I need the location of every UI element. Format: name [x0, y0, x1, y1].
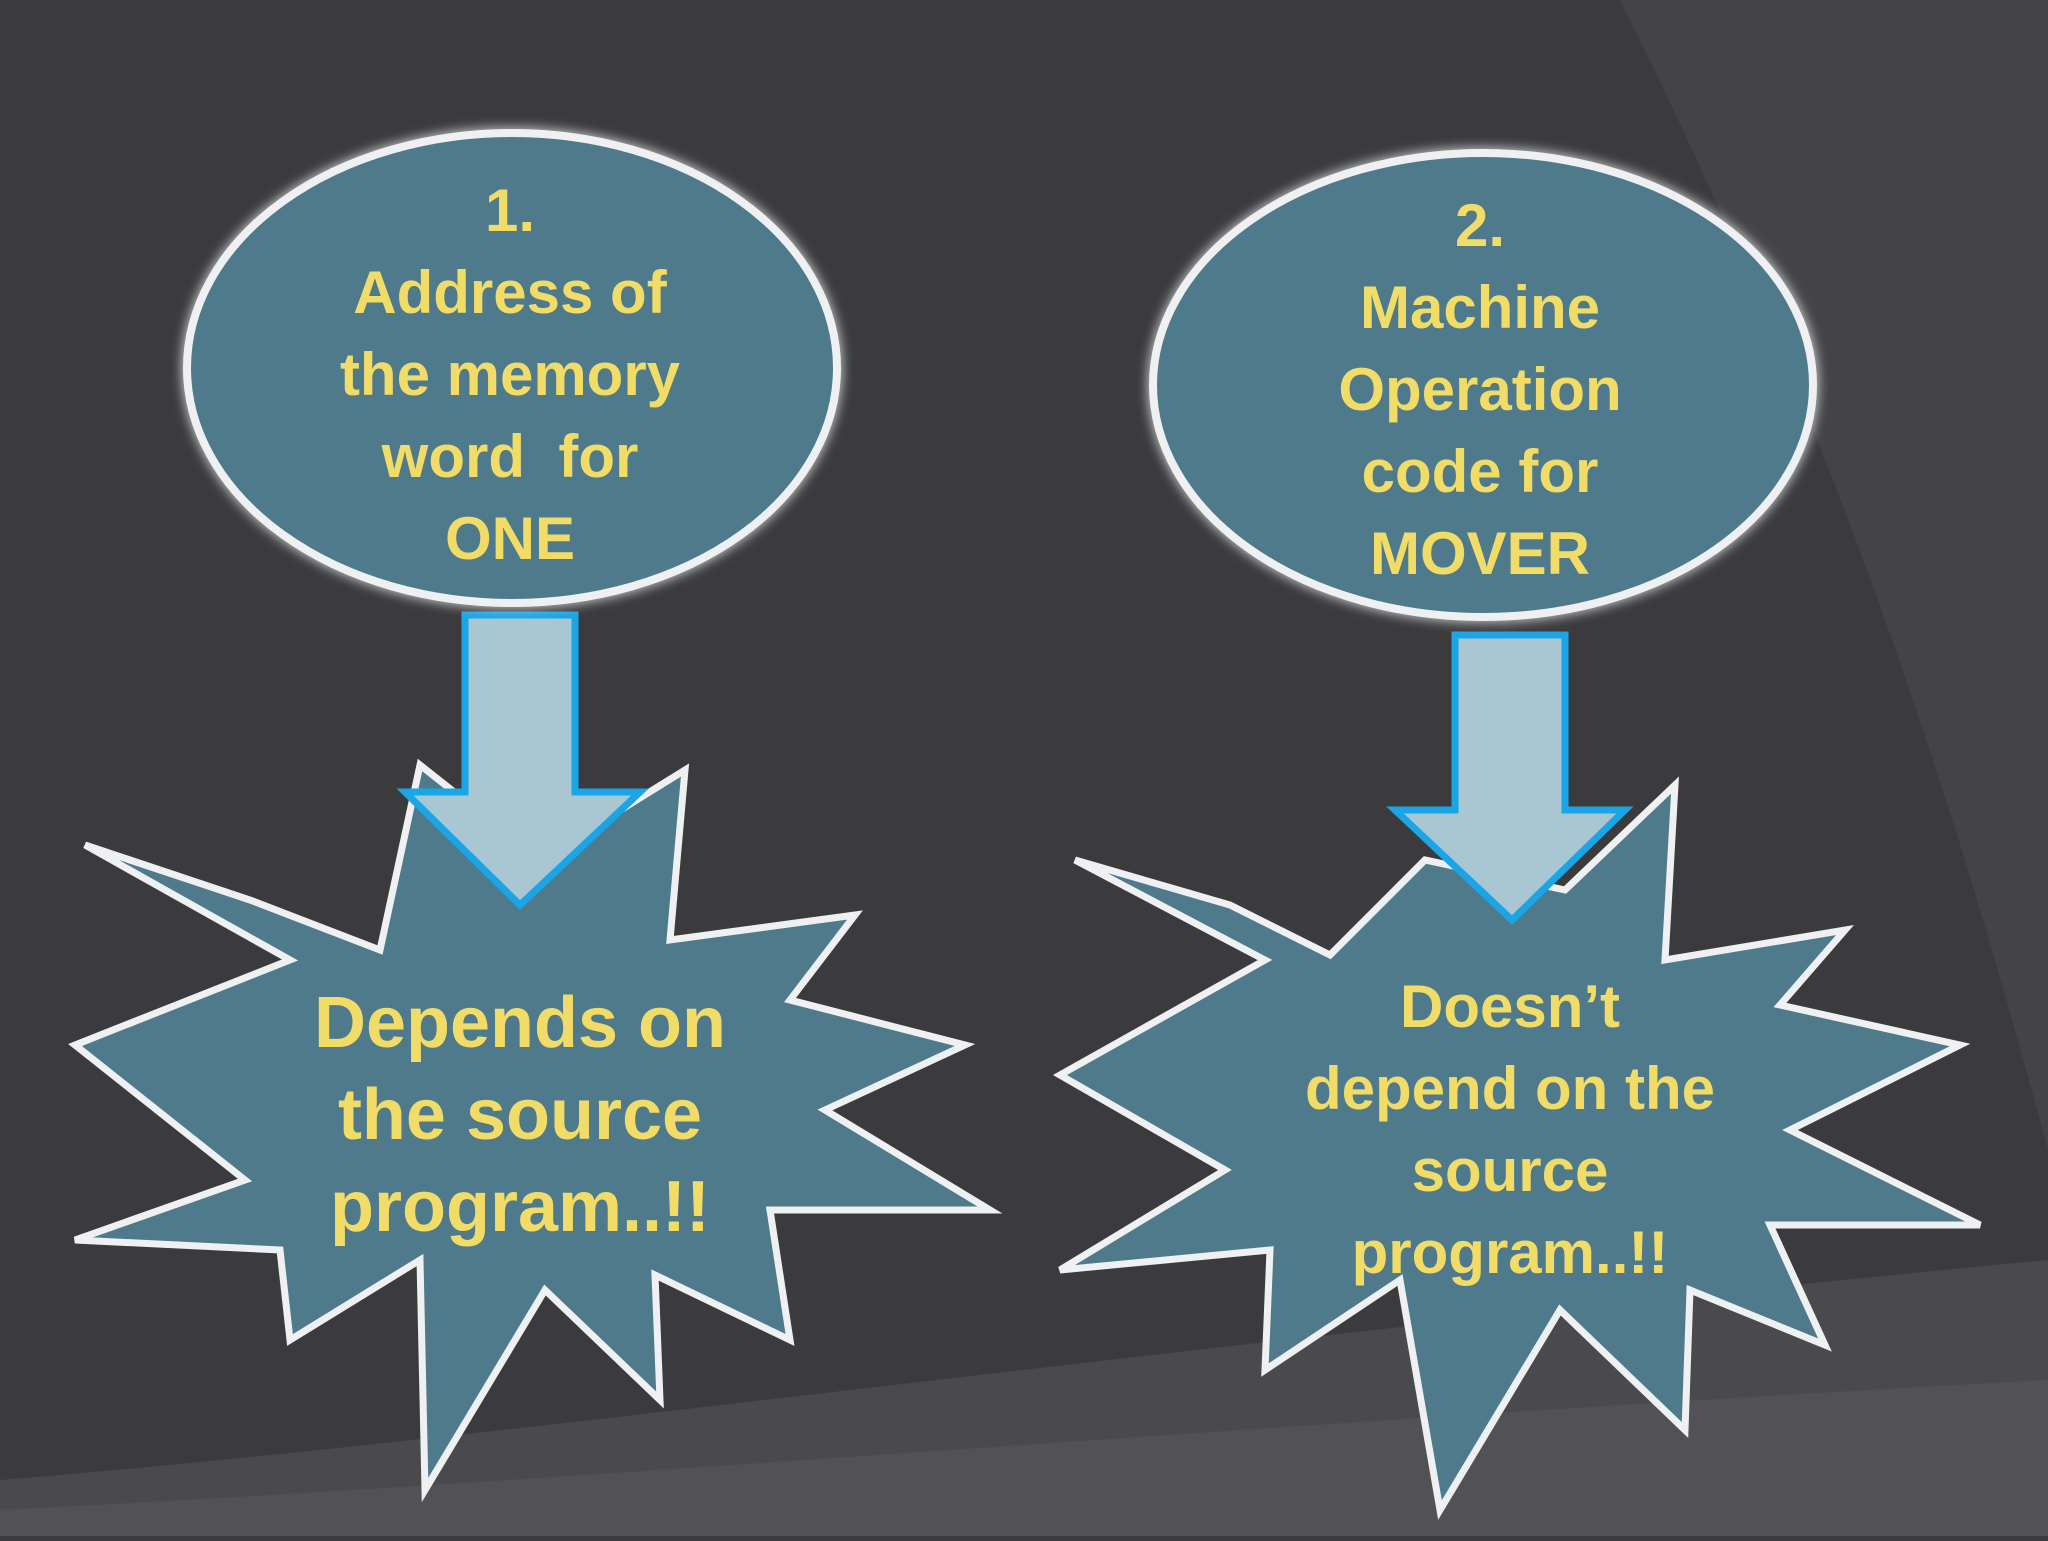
background-band-top: [1620, 0, 2048, 1150]
right-starburst-shape: [1052, 776, 1982, 1520]
left-oval-line: the memory: [339, 341, 681, 408]
left-burst-line: the source: [337, 1075, 703, 1155]
right-oval-line: Machine: [1359, 274, 1601, 341]
right-burst-line: depend on the: [1305, 1055, 1715, 1122]
right-burst-line: Doesn’t: [1399, 973, 1621, 1040]
left-burst-line: Depends on: [313, 983, 727, 1063]
background-band-bottom-light: [0, 1380, 2048, 1536]
left-oval-text: 1. Address of the memory word for ONE: [210, 170, 810, 580]
right-burst-text: Doesn’t depend on the source program..!!: [1200, 965, 1820, 1295]
right-oval-line: 2.: [1454, 192, 1506, 259]
right-oval-line: Operation: [1338, 356, 1622, 423]
right-burst-line: source: [1411, 1137, 1609, 1204]
right-oval-shape: [1149, 149, 1817, 621]
left-burst-text: Depends on the source program..!!: [200, 965, 840, 1265]
left-down-arrow: [396, 611, 649, 910]
left-oval-line: word for: [381, 423, 639, 490]
right-burst-line: program..!!: [1351, 1219, 1669, 1286]
right-oval-text: 2. Machine Operation code for MOVER: [1170, 185, 1790, 595]
right-oval-line: code for: [1361, 438, 1599, 505]
left-oval-line: 1.: [484, 177, 536, 244]
right-oval-line: MOVER: [1369, 520, 1591, 587]
right-down-arrow: [1386, 631, 1634, 925]
left-burst-line: program..!!: [329, 1167, 710, 1247]
left-oval-line: ONE: [444, 505, 576, 572]
left-oval-line: Address of: [353, 259, 667, 326]
left-oval-shape: [183, 129, 841, 607]
